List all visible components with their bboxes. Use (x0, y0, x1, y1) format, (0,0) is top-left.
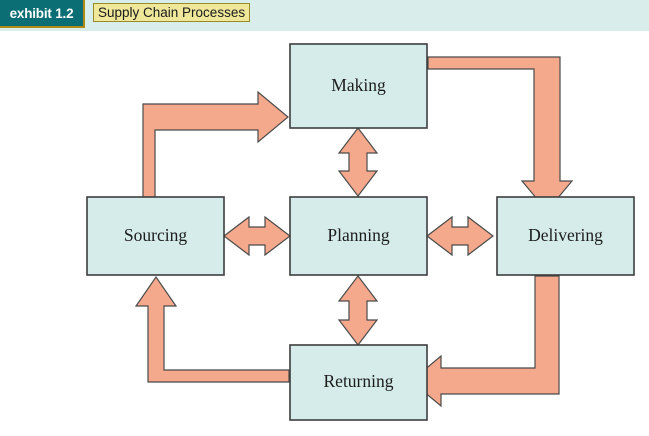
exhibit-title-box: Supply Chain Processes (93, 3, 251, 22)
exhibit-number-label: exhibit 1.2 (9, 5, 74, 21)
node-delivering[interactable]: Delivering (496, 196, 635, 276)
node-returning-label: Returning (324, 371, 394, 391)
node-sourcing[interactable]: Sourcing (86, 196, 225, 276)
supply-chain-diagram: Making Sourcing Planning Delivering Retu… (0, 31, 649, 436)
node-sourcing-box[interactable] (86, 196, 225, 276)
connector-planning-making (337, 127, 379, 197)
node-delivering-label: Delivering (528, 225, 603, 245)
node-planning-box[interactable] (289, 196, 428, 276)
connector-sourcing-planning (223, 215, 291, 257)
node-returning-box[interactable] (289, 344, 428, 421)
exhibit-number-badge: exhibit 1.2 (0, 0, 85, 28)
node-making-box[interactable] (289, 43, 428, 129)
node-delivering-box[interactable] (496, 196, 635, 276)
connector-planning-returning (337, 275, 379, 346)
connector-returning-to-sourcing (134, 275, 290, 383)
node-planning[interactable]: Planning (289, 196, 428, 276)
connector-delivering-to-returning (410, 275, 560, 408)
connector-making-to-delivering (427, 56, 574, 212)
exhibit-title-label: Supply Chain Processes (98, 5, 246, 20)
connector-planning-delivering (426, 215, 494, 257)
node-planning-label: Planning (327, 225, 389, 245)
connector-sourcing-to-making (142, 90, 289, 207)
exhibit-header-band: exhibit 1.2 Supply Chain Processes (0, 0, 649, 31)
node-making-label: Making (331, 75, 386, 95)
node-sourcing-label: Sourcing (124, 225, 187, 245)
node-making[interactable]: Making (289, 43, 428, 129)
node-returning[interactable]: Returning (289, 344, 428, 421)
